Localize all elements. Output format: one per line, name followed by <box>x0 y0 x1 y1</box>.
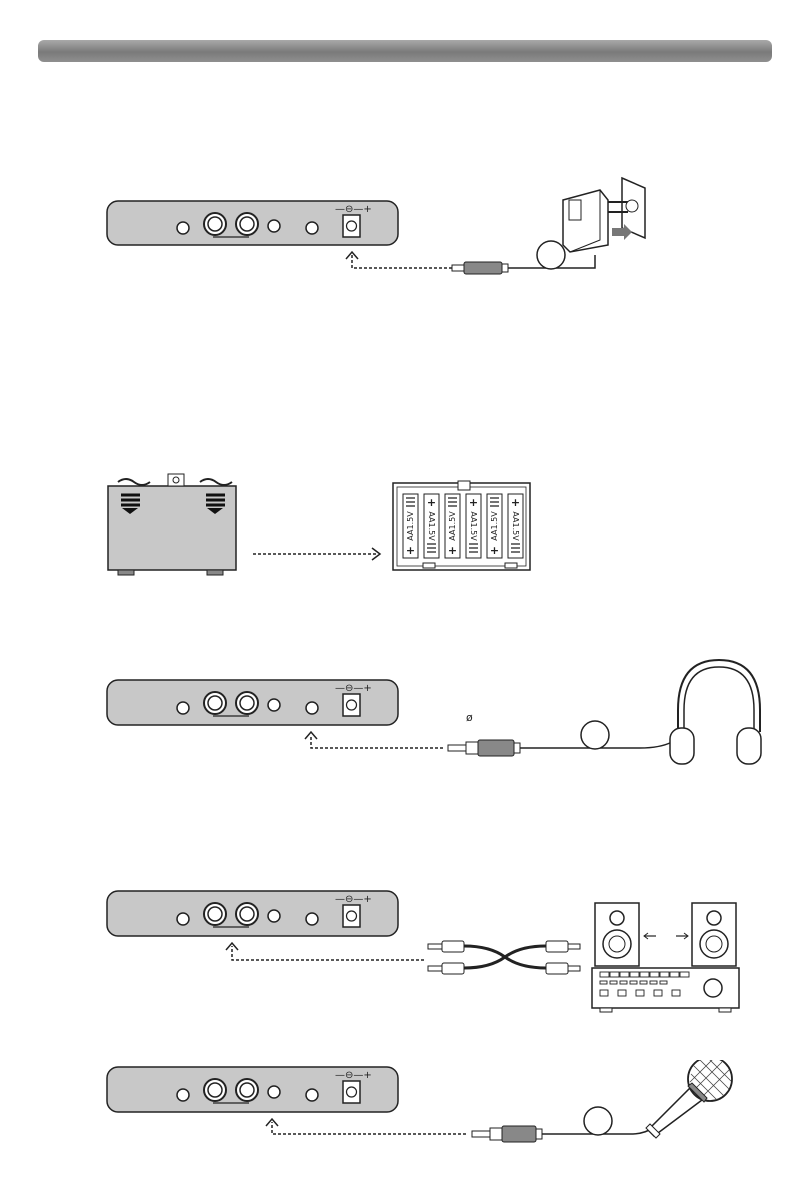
amplifier-button <box>630 981 637 984</box>
svg-text:AA1.5V: AA1.5V <box>511 511 520 541</box>
amplifier-button <box>620 981 627 984</box>
svg-text:+: + <box>490 544 499 557</box>
connection-arrow <box>232 946 424 960</box>
quarter-inch-plug-icon <box>472 1126 542 1142</box>
svg-text:AA1.5V: AA1.5V <box>406 511 415 541</box>
battery-cell-1: + AA1.5V <box>403 494 418 558</box>
amplifier-figure: —⊖—+ <box>0 880 812 1020</box>
amplifier-button <box>640 981 647 984</box>
connection-arrow <box>352 255 452 268</box>
battery-cell-3: + AA1.5V <box>445 494 460 558</box>
cable-ferrite <box>581 721 609 749</box>
amplifier-button <box>610 981 617 984</box>
connection-arrow <box>311 735 443 748</box>
amplifier-button <box>600 990 608 996</box>
jack-polarity-label: —⊖—+ <box>335 894 372 905</box>
microphone-icon <box>646 1060 732 1138</box>
svg-text:+: + <box>427 496 436 509</box>
amplifier-button <box>672 990 680 996</box>
amplifier-button <box>600 972 609 977</box>
rca-cable-icon <box>428 941 580 974</box>
svg-text:AA1.5V: AA1.5V <box>469 511 478 541</box>
amplifier-button <box>650 981 657 984</box>
cable-ferrite <box>584 1107 612 1135</box>
battery-compartment-icon <box>108 474 236 575</box>
svg-text:+: + <box>448 544 457 557</box>
speaker-right-icon <box>692 903 736 966</box>
headphone-figure: —⊖—+ <box>0 650 812 770</box>
quarter-inch-plug-icon <box>448 740 520 756</box>
svg-text:AA1.5V: AA1.5V <box>448 511 457 541</box>
wall-outlet-icon <box>608 178 645 240</box>
headphones-icon <box>670 660 761 764</box>
microphone-figure: —⊖—+ <box>0 1060 812 1190</box>
amplifier-button <box>660 981 667 984</box>
svg-text:+: + <box>511 496 520 509</box>
amplifier-button <box>680 972 689 977</box>
battery-cell-2: + AA1.5V <box>424 494 439 558</box>
section-header-bar <box>38 40 772 62</box>
battery-cell-4: + AA1.5V <box>466 494 481 558</box>
diameter-symbol: ø <box>466 711 473 724</box>
jack-polarity-label: —⊖—+ <box>335 683 372 694</box>
battery-figure: + AA1.5V + AA1.5V + AA1.5V + AA1.5V + AA1.5V + AA1.… <box>0 470 812 580</box>
power-adapter-figure: —⊖—+ <box>0 170 812 280</box>
amplifier-button <box>610 972 619 977</box>
amplifier-button <box>670 972 679 977</box>
svg-text:+: + <box>406 544 415 557</box>
amplifier-button <box>654 990 662 996</box>
jack-polarity-label: —⊖—+ <box>335 1070 372 1081</box>
jack-polarity-label: —⊖—+ <box>335 204 372 215</box>
amplifier-button <box>620 972 629 977</box>
svg-text:+: + <box>469 496 478 509</box>
amplifier-button <box>630 972 639 977</box>
power-adapter-icon <box>563 190 608 252</box>
amplifier-button <box>650 972 659 977</box>
battery-cell-5: + AA1.5V <box>487 494 502 558</box>
amplifier-button <box>660 972 669 977</box>
dc-plug <box>452 262 508 274</box>
amplifier-button <box>600 981 607 984</box>
amplifier-button <box>636 990 644 996</box>
speaker-left-icon <box>595 903 639 966</box>
battery-cell-6: + AA1.5V <box>508 494 523 558</box>
amplifier-button <box>618 990 626 996</box>
amplifier-button <box>640 972 649 977</box>
amplifier-icon <box>592 968 739 1012</box>
svg-text:AA1.5V: AA1.5V <box>490 511 499 541</box>
svg-text:AA1.5V: AA1.5V <box>427 511 436 541</box>
connection-arrow <box>272 1122 466 1134</box>
cable-ferrite <box>537 241 565 269</box>
